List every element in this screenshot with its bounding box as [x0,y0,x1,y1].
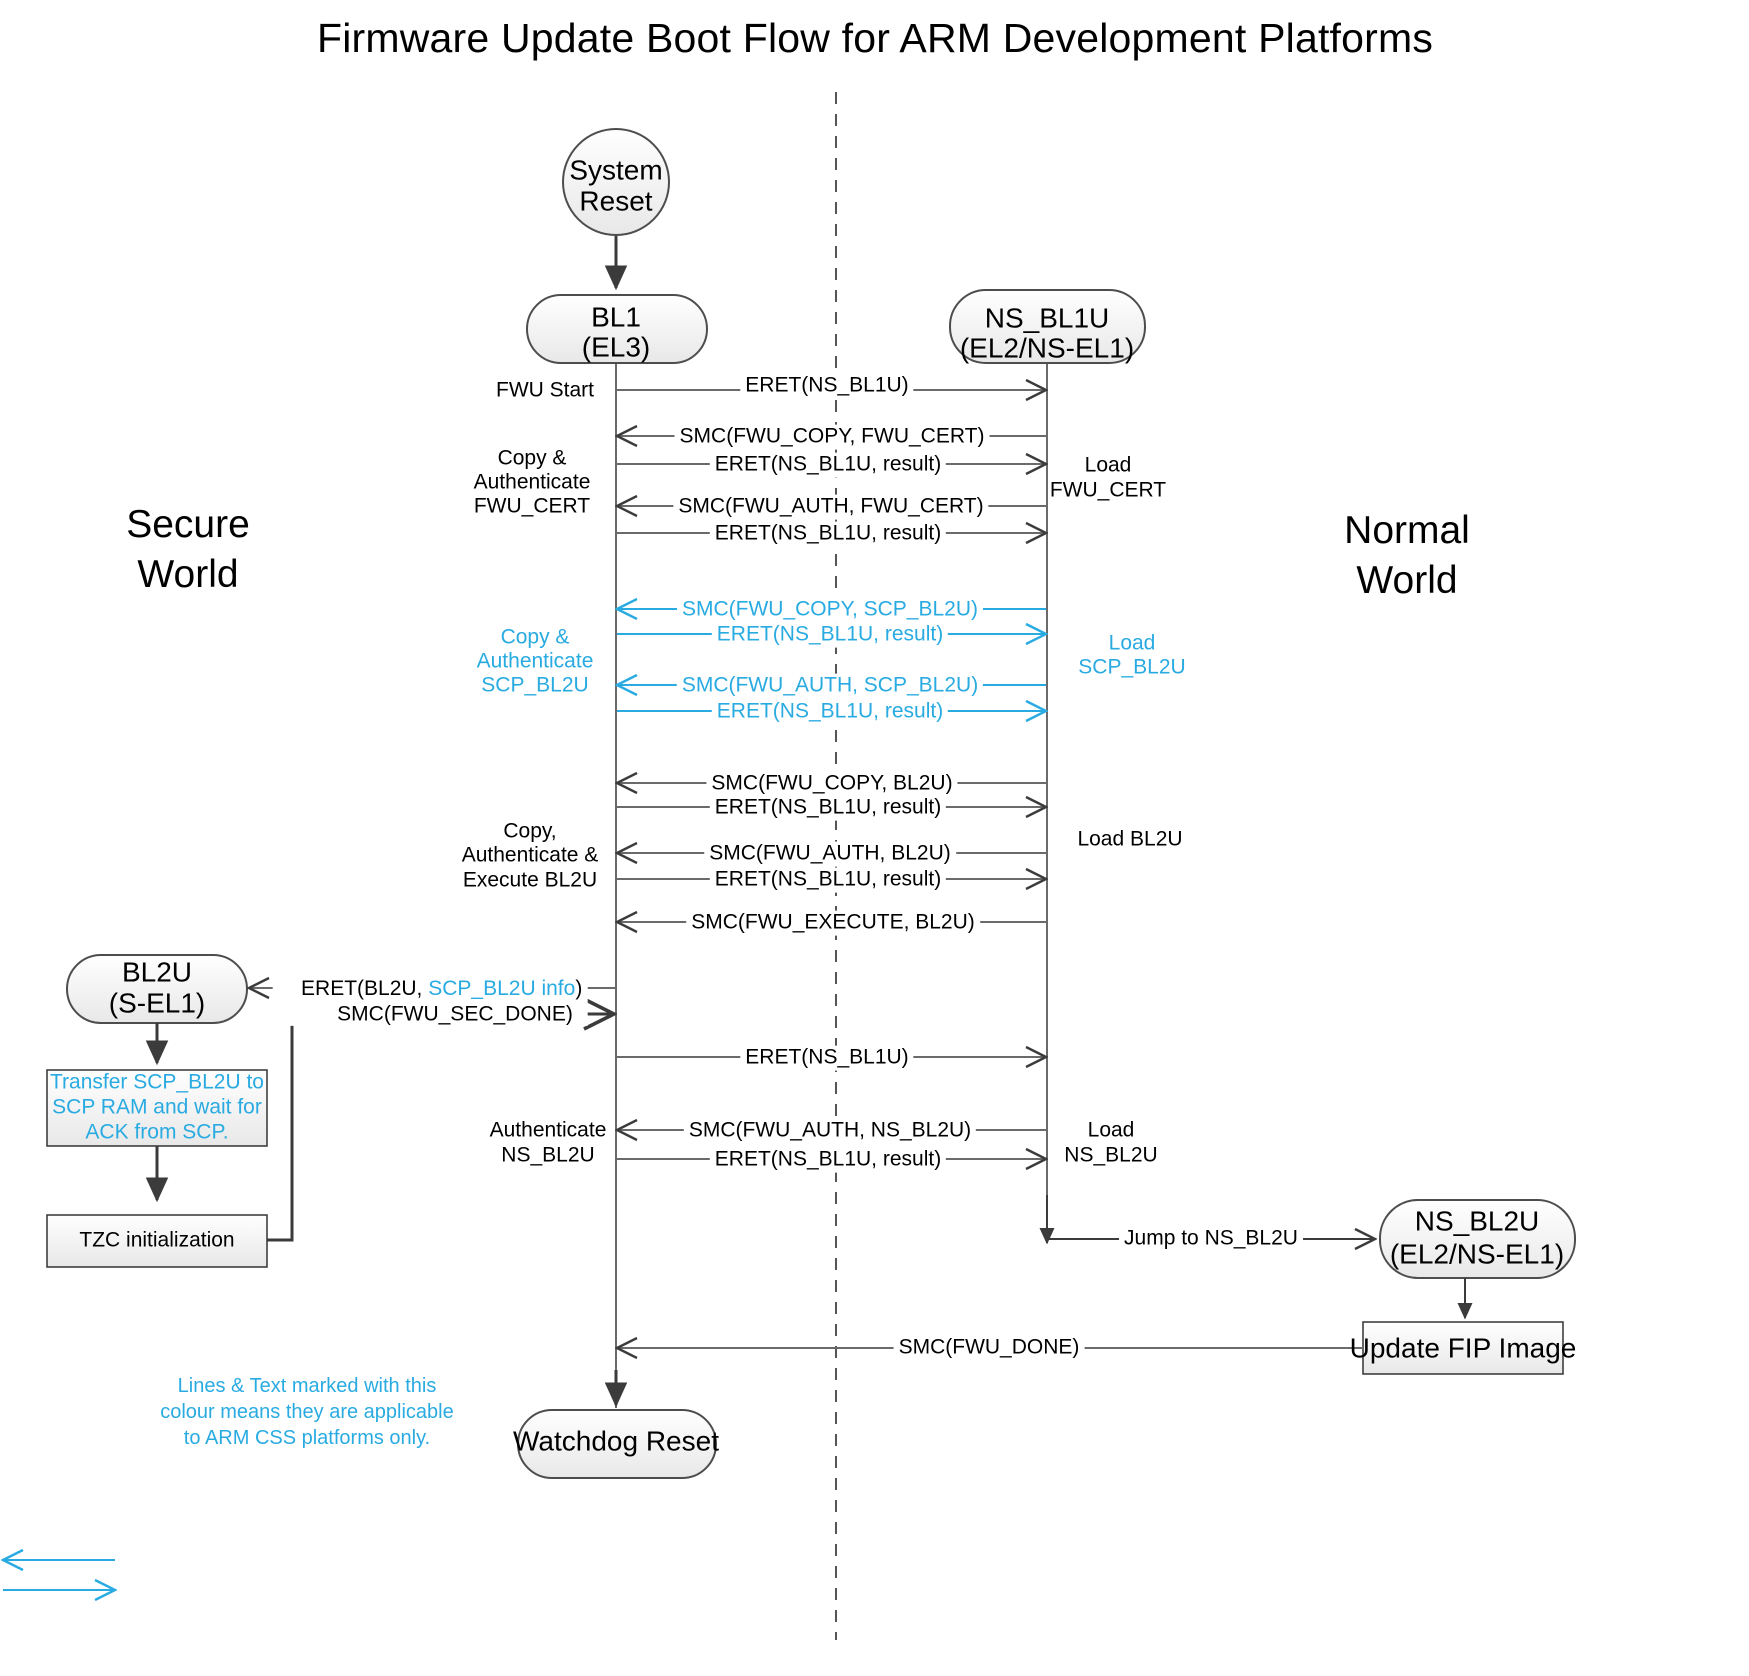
message-label-8: SMC(FWU_AUTH, SCP_BL2U) [676,673,984,699]
label-copy-auth-exec-line1: Copy, [503,819,557,843]
message-label-14: SMC(FWU_EXECUTE, BL2U) [686,910,980,936]
label-auth-nsbl2u-line2: NS_BL2U [501,1143,595,1167]
node-nsbl2u-line2[interactable]: (EL2/NS-EL1) [1389,1238,1565,1270]
message-label-15-cyan-part: SCP_BL2U info [428,976,576,1000]
label-load-fwu-cert-line1: Load [1084,453,1132,477]
message-label-2: SMC(FWU_COPY, FWU_CERT) [674,424,990,450]
normal-world-label-line1: Normal [1344,508,1470,552]
label-copy-auth-scp-line3: SCP_BL2U [481,673,589,697]
message-label-1: ERET(NS_BL1U) [740,373,914,399]
node-nsbl2u-line1[interactable]: NS_BL2U [1414,1205,1540,1237]
box-transfer-scp-line3: ACK from SCP. [85,1120,229,1144]
label-load-nsbl2u-line2: NS_BL2U [1064,1143,1158,1167]
message-label-21: SMC(FWU_DONE) [893,1335,1085,1361]
label-copy-auth-exec-line3: Execute BL2U [462,868,598,892]
message-label-10: SMC(FWU_COPY, BL2U) [706,771,958,797]
message-label-6: SMC(FWU_COPY, SCP_BL2U) [676,597,984,623]
node-nsbl2u-shape [1379,1199,1576,1279]
node-bl1-shape [526,294,708,364]
label-load-scp-bl2u-line1: Load [1108,631,1156,655]
message-label-16: SMC(FWU_SEC_DONE) [332,1002,578,1028]
label-load-bl2u: Load BL2U [1077,827,1183,851]
label-copy-auth-scp-line2: Authenticate [476,649,594,673]
node-bl1-line1[interactable]: BL1 [591,301,641,333]
label-load-fwu-cert-line2: FWU_CERT [1049,478,1167,502]
secure-world-label-line2: World [137,552,239,596]
node-bl2u-line2[interactable]: (S-EL1) [108,987,206,1019]
node-bl1-line2[interactable]: (EL3) [581,331,651,363]
node-watchdog-reset-label[interactable]: Watchdog Reset [513,1425,719,1457]
label-auth-nsbl2u-line1: Authenticate [489,1118,607,1142]
page-title: Firmware Update Boot Flow for ARM Develo… [316,14,1434,61]
message-label-4: SMC(FWU_AUTH, FWU_CERT) [673,494,989,520]
legend-line3: to ARM CSS platforms only. [183,1427,431,1450]
message-label-3: ERET(NS_BL1U, result) [709,452,947,478]
message-label-19: ERET(NS_BL1U, result) [709,1147,947,1173]
message-label-9: ERET(NS_BL1U, result) [711,699,949,725]
label-copy-auth-cert-line2: Authenticate [473,470,591,494]
node-bl2u-line1[interactable]: BL2U [121,956,193,988]
box-update-fip-shape [1362,1321,1564,1375]
label-load-scp-bl2u-line2: SCP_BL2U [1078,655,1186,679]
node-nsbl1u-line1[interactable]: NS_BL1U [984,302,1110,334]
label-copy-auth-cert-line1: Copy & [497,446,567,470]
node-system-reset-line2[interactable]: Reset [579,185,653,217]
label-copy-auth-cert-line3: FWU_CERT [473,494,591,518]
node-nsbl1u-shape [949,289,1146,364]
box-transfer-scp-line1: Transfer SCP_BL2U to [50,1070,264,1094]
message-label-15-part1: ERET(BL2U, [301,976,429,1000]
message-label-12: SMC(FWU_AUTH, BL2U) [704,841,956,867]
label-fwu-start: FWU Start [496,378,594,402]
legend-line2: colour means they are applicable [160,1401,454,1424]
message-label-18: SMC(FWU_AUTH, NS_BL2U) [683,1118,977,1144]
box-update-fip-label: Update FIP Image [1349,1332,1577,1364]
label-load-nsbl2u-line1: Load [1087,1118,1135,1142]
box-tzc-init-label: TZC initialization [79,1228,235,1252]
message-label-13: ERET(NS_BL1U, result) [709,867,947,893]
message-label-20: Jump to NS_BL2U [1119,1226,1303,1252]
node-nsbl1u-line2[interactable]: (EL2/NS-EL1) [959,332,1135,364]
message-label-17: ERET(NS_BL1U) [740,1045,914,1071]
normal-world-label-line2: World [1356,558,1458,602]
message-label-15-part3: ) [575,976,583,1000]
message-label-7: ERET(NS_BL1U, result) [711,622,949,648]
legend-line1: Lines & Text marked with this [177,1375,437,1398]
message-label-11: ERET(NS_BL1U, result) [709,795,947,821]
secure-world-label-line1: Secure [126,502,250,546]
message-label-5: ERET(NS_BL1U, result) [709,521,947,547]
label-copy-auth-scp-line1: Copy & [500,625,570,649]
node-watchdog-shape [517,1409,717,1479]
label-copy-auth-exec-line2: Authenticate & [461,843,599,867]
box-transfer-scp-line2: SCP RAM and wait for [52,1095,262,1119]
node-system-reset-line1[interactable]: System [569,154,663,186]
node-system-reset-shape [562,128,670,236]
box-tzc-init-shape [46,1214,268,1268]
